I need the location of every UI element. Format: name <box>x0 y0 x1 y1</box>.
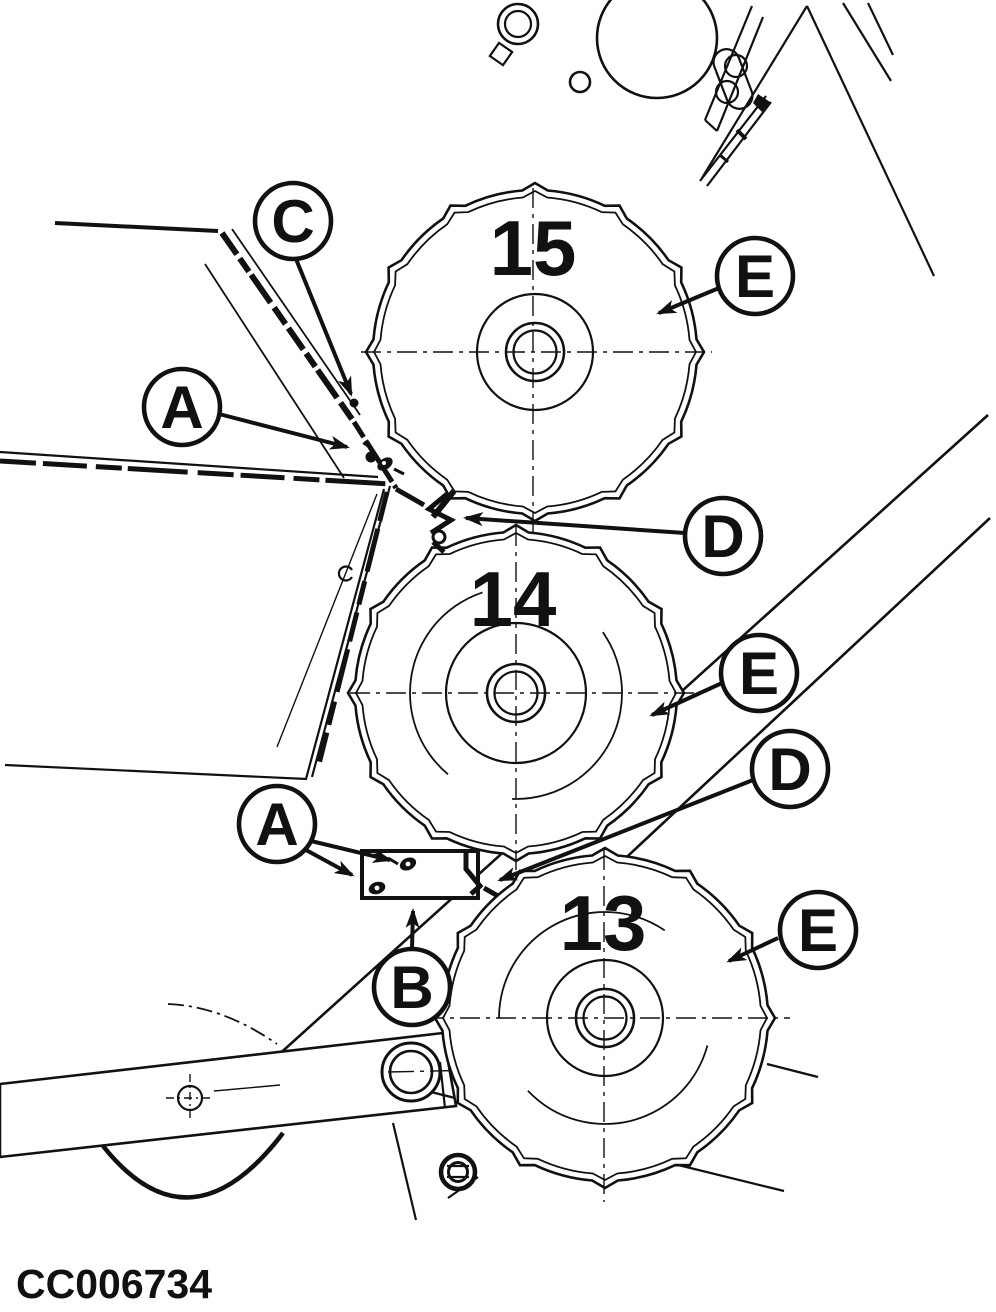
disc-15-rim-inner <box>372 189 698 515</box>
leader-a-upper <box>218 412 350 450</box>
small-hole <box>568 70 592 94</box>
callout-a-upper: A <box>141 366 223 448</box>
disc-number-label: 13 <box>560 879 647 967</box>
leader-d-upper <box>463 512 686 535</box>
callout-letter: E <box>798 897 838 964</box>
leader-d-lower <box>497 778 754 882</box>
callout-e-disc13: E <box>777 889 859 971</box>
disc-13-rim-inner <box>441 854 769 1182</box>
square-nut <box>488 41 514 67</box>
leader-a-lower-2 <box>305 848 355 877</box>
callout-letter: E <box>735 243 775 310</box>
idler-ring-inner <box>503 9 533 39</box>
leader-b <box>405 908 420 949</box>
wheel-hidden-arc <box>167 1003 278 1045</box>
leader-c <box>294 258 353 397</box>
disc-14-rim-inner <box>354 531 678 855</box>
callout-e-disc14: E <box>718 632 800 714</box>
frame-bolt-inner <box>447 1161 469 1183</box>
callout-d-upper: D <box>682 495 764 577</box>
disc-15: 15 <box>361 181 712 562</box>
hopper-panel <box>0 221 405 781</box>
idler-ring-outer <box>496 2 540 46</box>
bolt-head-upper <box>365 451 377 463</box>
disc-14-outer-arcs <box>409 586 623 800</box>
lid-top-edge <box>54 221 219 233</box>
panel-hole <box>337 565 353 582</box>
callout-d-lower: D <box>749 728 831 810</box>
clip-bolt <box>349 398 359 408</box>
slot-hole-lower <box>714 79 740 105</box>
panel-top-thin <box>0 450 379 479</box>
leader-arrows <box>218 258 779 963</box>
frame-bolt-outer <box>438 1152 478 1192</box>
figure-code: CC006734 <box>16 1261 212 1307</box>
slot-hole-upper <box>723 53 749 79</box>
wheel-rim-arc <box>101 1131 285 1200</box>
blade-edge-right <box>706 101 772 187</box>
callout-e-disc15: E <box>714 235 796 317</box>
callout-a-lower: A <box>236 783 318 865</box>
callouts: C A E D E D A B <box>141 180 859 1028</box>
blade-tip <box>753 94 770 112</box>
spring-hook <box>394 486 457 554</box>
callout-letter: A <box>160 374 203 441</box>
disc-number-label: 15 <box>490 204 577 292</box>
gauge-wheel-arm <box>0 1031 458 1159</box>
callout-letter: E <box>739 640 779 707</box>
leader-e-disc13 <box>726 936 779 963</box>
callout-letter: D <box>768 736 811 803</box>
leader-e-disc15 <box>656 286 720 315</box>
frame-edge-right <box>806 5 935 277</box>
panel-top-edge <box>0 458 391 487</box>
leader-e-disc14 <box>649 681 723 717</box>
large-hub-circle <box>595 0 719 100</box>
callout-letter: B <box>390 954 433 1021</box>
callout-letter: A <box>255 791 298 858</box>
panel-bottom-edge <box>4 763 308 781</box>
bracket-hook-nub <box>482 885 500 899</box>
upper-frame-parts <box>488 0 935 277</box>
hook-eye <box>431 529 447 545</box>
callout-c: C <box>252 180 334 262</box>
disc-13: 13 <box>424 846 790 1202</box>
callout-letter: D <box>701 503 744 570</box>
callout-b: B <box>371 946 453 1028</box>
lid-slant-edge <box>219 231 357 424</box>
hook-pin <box>430 489 457 519</box>
lower-arm-wheel <box>0 1003 819 1221</box>
disc-13-outer-arcs <box>498 911 712 1125</box>
disc-14-rim-outer <box>346 523 686 863</box>
blade-edge-left <box>699 95 767 182</box>
hook-zigzag <box>424 492 457 536</box>
disc-14: 14 <box>346 523 702 898</box>
leader-a-lower-1 <box>310 839 393 863</box>
frame-edge-left <box>701 5 808 179</box>
bracket-bent-tab <box>463 852 484 896</box>
callout-letter: C <box>271 188 314 255</box>
disc-number-label: 14 <box>470 555 557 643</box>
